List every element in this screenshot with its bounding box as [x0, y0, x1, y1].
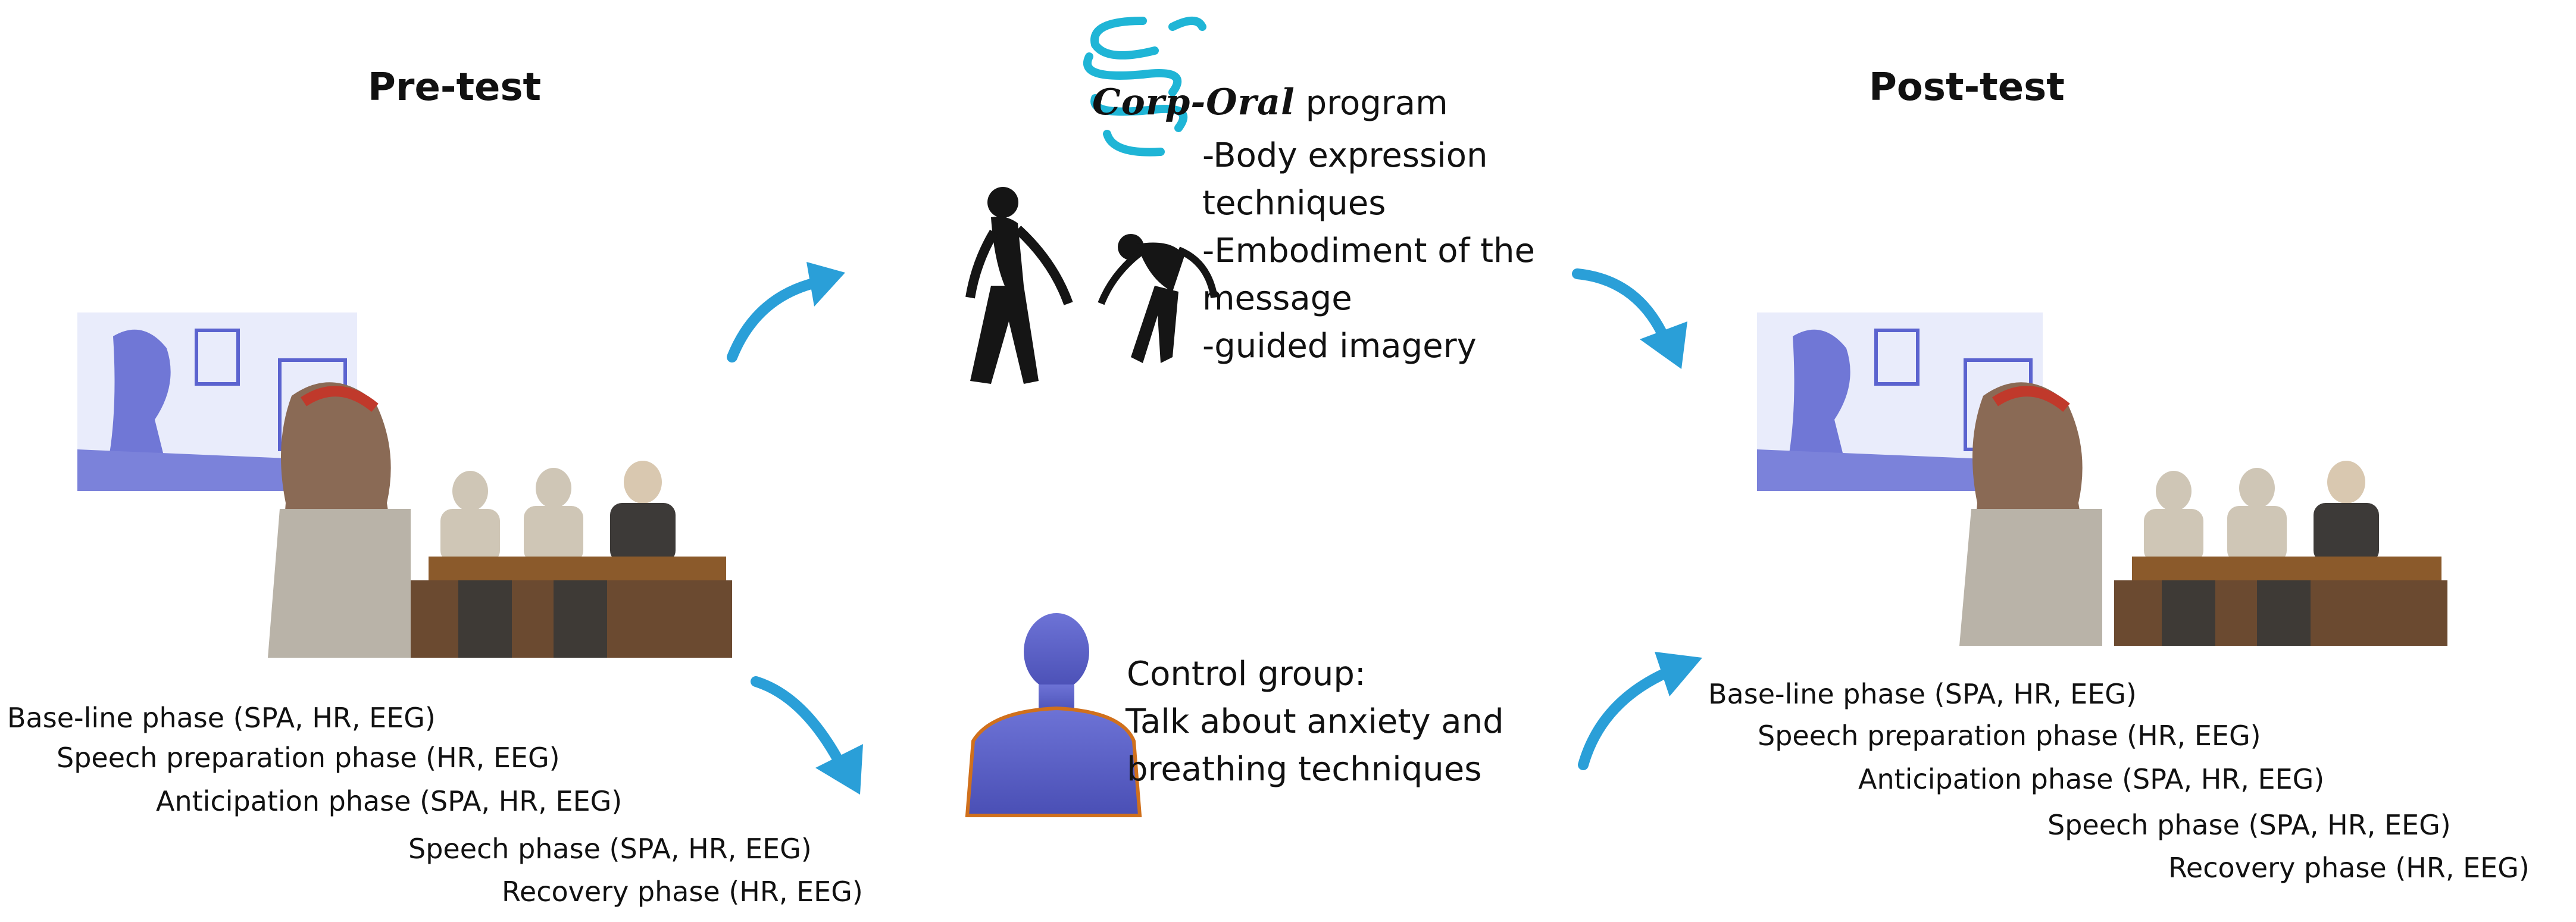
control-line-2: Talk about anxiety and — [1126, 702, 1504, 741]
post-test-scene — [1757, 312, 2447, 646]
pre-test-title: Pre-test — [368, 65, 542, 110]
pre-phase-recovery: Recovery phase (HR, EEG) — [502, 876, 863, 908]
corp-oral-logo-text: Corp-Oral — [1092, 82, 1295, 123]
post-phase-speech: Speech phase (SPA, HR, EEG) — [2047, 809, 2451, 841]
program-items: -Body expression techniques -Embodiment … — [1202, 132, 1535, 370]
arrow-program-to-post — [1572, 268, 1687, 369]
pre-phase-baseline: Base-line phase (SPA, HR, EEG) — [7, 702, 436, 734]
program-item-2: techniques — [1202, 184, 1386, 223]
post-phase-anticipation: Anticipation phase (SPA, HR, EEG) — [1858, 763, 2325, 795]
pre-phase-speech: Speech phase (SPA, HR, EEG) — [408, 833, 812, 865]
pre-phase-speech-preparation: Speech preparation phase (HR, EEG) — [57, 742, 560, 774]
control-line-3: breathing techniques — [1127, 750, 1482, 789]
arrow-control-to-post — [1578, 652, 1702, 770]
pre-phase-anticipation: Anticipation phase (SPA, HR, EEG) — [156, 785, 623, 817]
program-item-1: -Body expression — [1202, 136, 1488, 175]
program-item-3: -Embodiment of the — [1202, 232, 1535, 270]
program-title: Corp-Oral program — [1092, 79, 1448, 127]
post-phase-baseline: Base-line phase (SPA, HR, EEG) — [1708, 678, 2137, 710]
dancers-image — [965, 187, 1218, 384]
control-group-text: Control group: Talk about anxiety and br… — [1126, 651, 1504, 793]
post-phase-speech-preparation: Speech preparation phase (HR, EEG) — [1758, 720, 2261, 752]
post-test-title: Post-test — [1869, 65, 2065, 110]
program-item-4: message — [1202, 279, 1352, 318]
pre-test-scene — [77, 312, 732, 658]
control-avatar — [965, 613, 1142, 817]
post-phase-recovery: Recovery phase (HR, EEG) — [2168, 852, 2530, 884]
corp-oral-logo-ribbon — [1083, 17, 1206, 157]
arrow-pre-to-control — [751, 676, 863, 795]
arrow-pre-to-program — [727, 262, 845, 362]
program-title-suffix: program — [1295, 84, 1448, 123]
control-line-1: Control group: — [1127, 655, 1366, 693]
program-item-5: -guided imagery — [1202, 327, 1477, 365]
